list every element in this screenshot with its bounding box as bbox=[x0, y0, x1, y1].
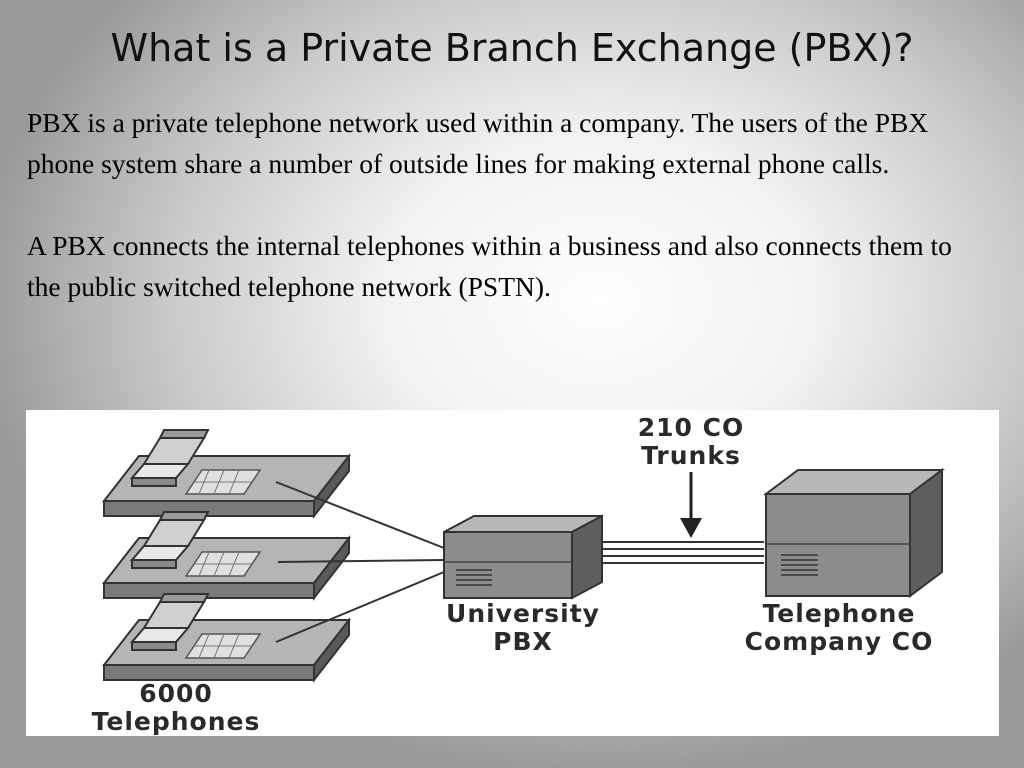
paragraph-2: A PBX connects the internal telephones w… bbox=[27, 230, 952, 302]
diagram-drawing bbox=[103, 429, 945, 681]
central-office-icon bbox=[763, 468, 945, 598]
down-arrow-icon bbox=[680, 472, 702, 538]
telephone-icon bbox=[103, 429, 350, 517]
pbx-label: University PBX bbox=[446, 599, 600, 656]
phones-label: 6000 Telephones bbox=[91, 679, 261, 736]
co-label: Telephone Company CO bbox=[744, 599, 934, 656]
telephone-icon bbox=[103, 593, 350, 681]
telephone-icon bbox=[103, 511, 350, 599]
pbx-switch-icon bbox=[443, 514, 603, 600]
paragraph-1: PBX is a private telephone network used … bbox=[27, 107, 929, 179]
pbx-diagram: 210 CO Trunks University PBX Telephone C… bbox=[26, 410, 999, 736]
slide-body: PBX is a private telephone network used … bbox=[27, 102, 987, 307]
trunks-label: 210 CO Trunks bbox=[637, 413, 745, 470]
slide-title: What is a Private Branch Exchange (PBX)? bbox=[110, 26, 914, 70]
